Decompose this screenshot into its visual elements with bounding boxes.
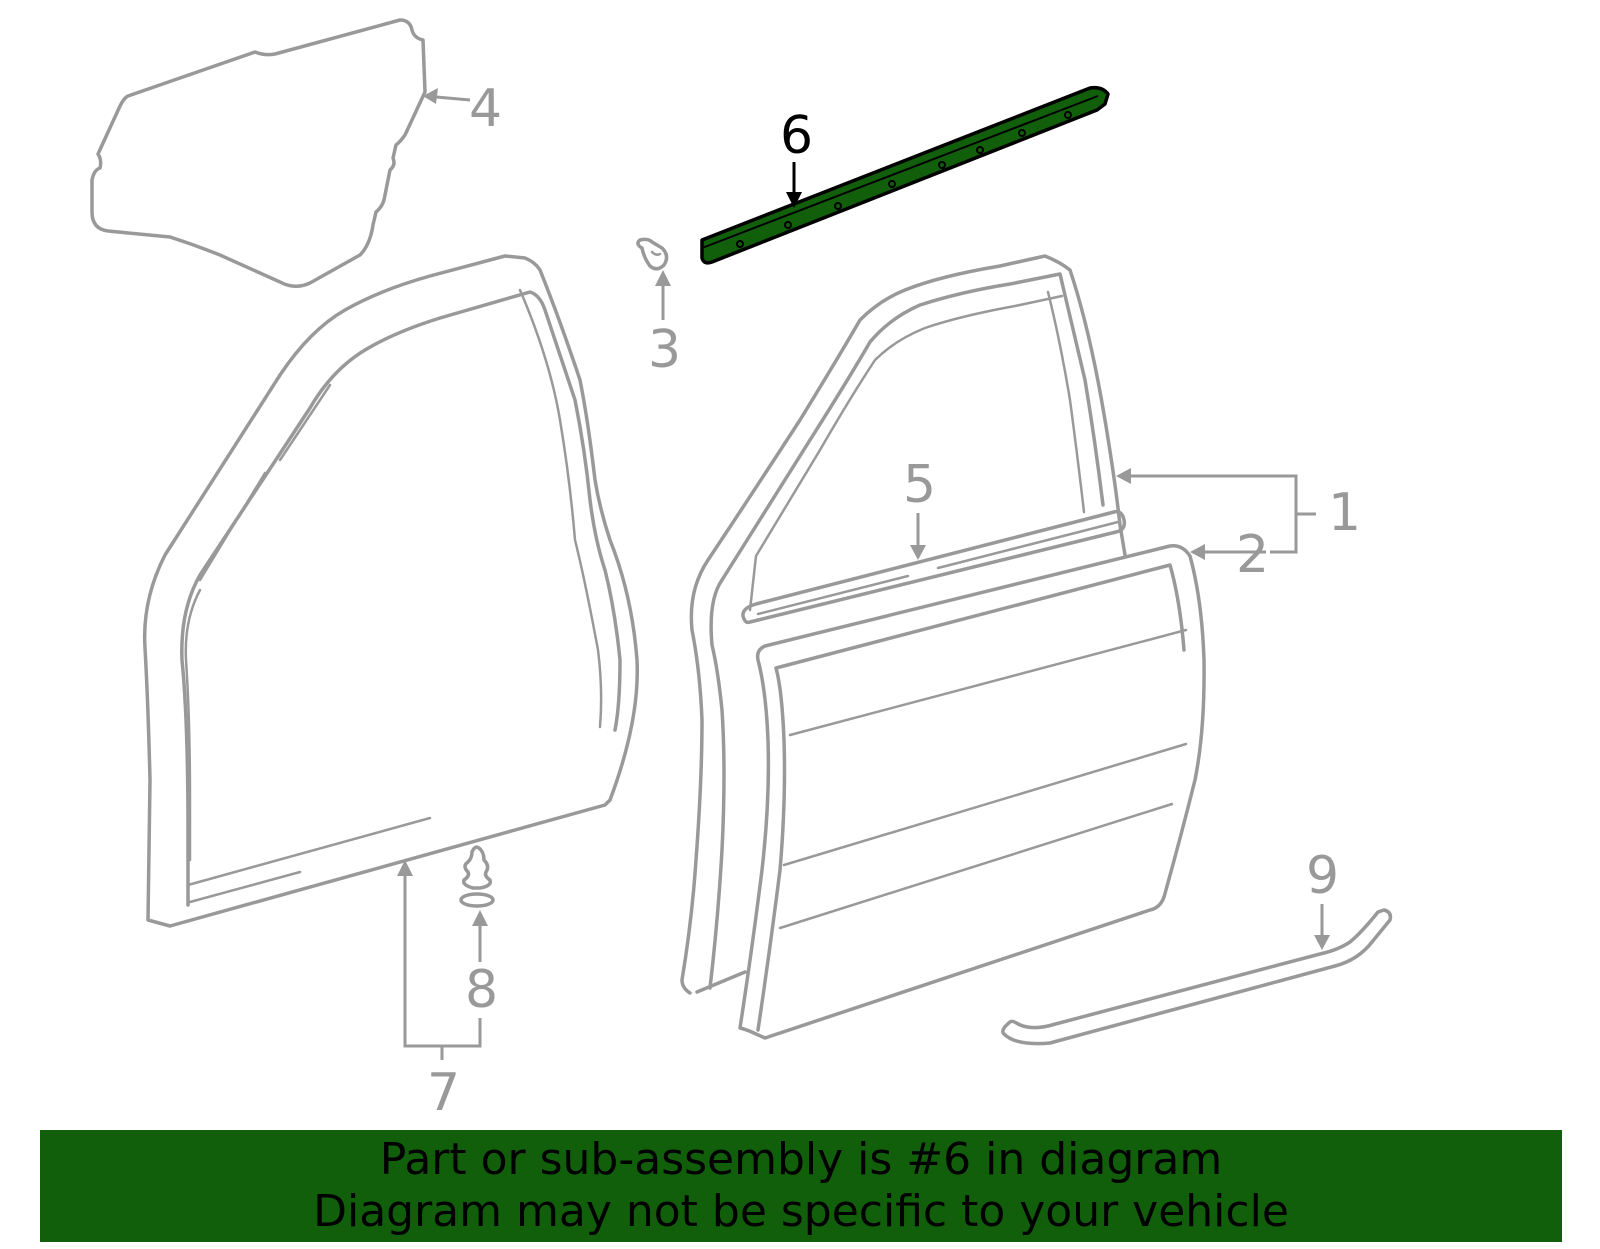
part-6-belt-molding-highlighted <box>700 85 1110 265</box>
callout-labels: 1 2 3 4 5 6 7 8 9 <box>427 79 1361 1123</box>
callout-1: 1 <box>1328 483 1361 543</box>
part-1-door-shell <box>680 254 1127 995</box>
info-banner: Part or sub-assembly is #6 in diagram Di… <box>40 1130 1562 1242</box>
callout-4: 4 <box>469 79 502 139</box>
callout-7: 7 <box>427 1063 460 1123</box>
callout-3: 3 <box>648 320 681 380</box>
part-2-door-panel <box>738 543 1206 1040</box>
part-3-clip <box>636 237 669 271</box>
part-9-lower-molding <box>1001 908 1393 1046</box>
leader-lines <box>397 88 1330 1060</box>
callout-2: 2 <box>1236 525 1269 585</box>
part-8-clip <box>459 845 495 908</box>
callout-8: 8 <box>465 960 498 1020</box>
part-7-opening-weatherstrip <box>142 254 640 928</box>
banner-line-2: Diagram may not be specific to your vehi… <box>313 1186 1289 1237</box>
callout-6: 6 <box>780 106 813 166</box>
part-4-sheet <box>90 18 427 288</box>
part-5-belt-weatherstrip <box>741 509 1127 625</box>
banner-line-1: Part or sub-assembly is #6 in diagram <box>379 1134 1223 1185</box>
callout-5: 5 <box>903 455 936 515</box>
callout-9: 9 <box>1306 846 1339 906</box>
